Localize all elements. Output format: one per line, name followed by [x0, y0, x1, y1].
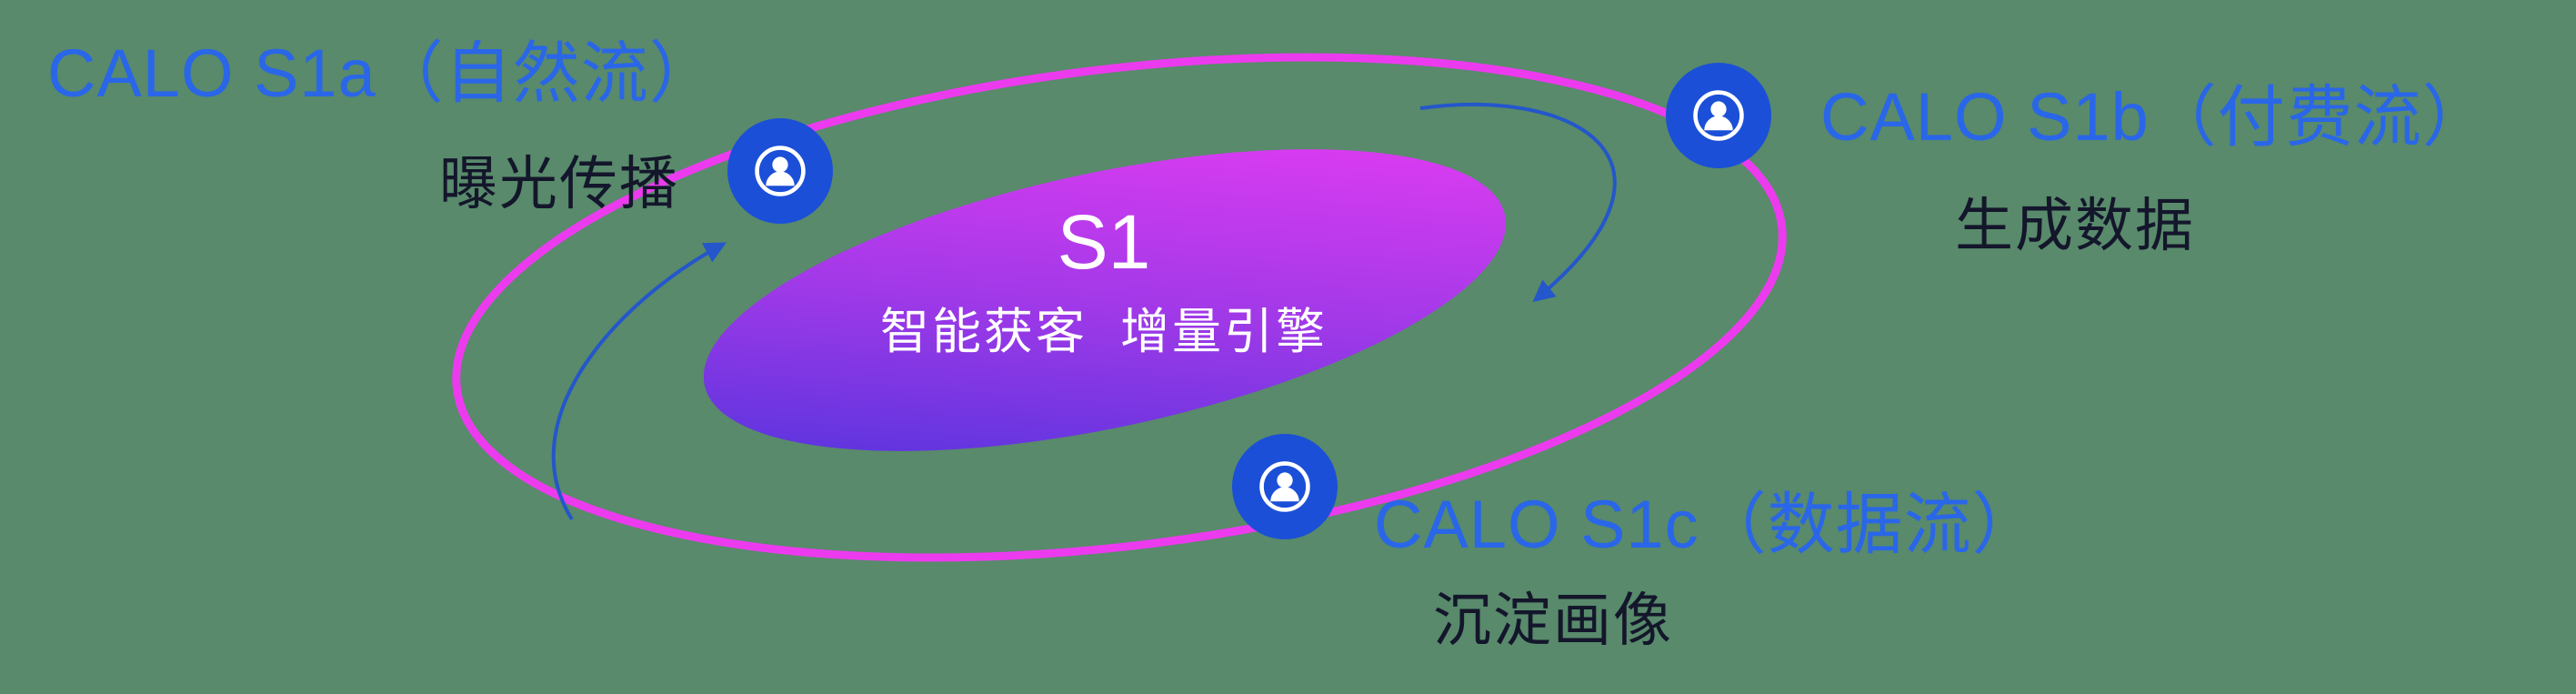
core-ellipse: [703, 149, 1507, 451]
node-s1c-label: CALO S1c（数据流）: [1374, 487, 2040, 562]
node-s1b: [1666, 63, 1771, 168]
node-s1a-sublabel: 曝光传播: [439, 151, 679, 216]
core-title: S1: [1057, 199, 1151, 285]
node-s1c: [1232, 434, 1338, 539]
user-circle-icon: [1693, 90, 1744, 141]
node-s1a-label: CALO S1a（自然流）: [47, 35, 717, 111]
orbit-ring: [452, 53, 1787, 562]
flow-arrow-left: [551, 242, 727, 521]
core-label-group: S1 智能获客 增量引擎: [880, 200, 1328, 363]
core-subtitle: 智能获客 增量引擎: [879, 305, 1328, 360]
user-circle-icon: [755, 146, 806, 196]
node-s1b-label: CALO S1b（付费流）: [1820, 79, 2491, 155]
flow-arrow-right: [1419, 103, 1617, 303]
node-s1b-sublabel: 生成数据: [1955, 193, 2195, 258]
user-circle-icon: [1259, 461, 1310, 512]
node-s1c-sublabel: 沉淀画像: [1433, 588, 1673, 653]
node-s1a: [727, 118, 833, 224]
